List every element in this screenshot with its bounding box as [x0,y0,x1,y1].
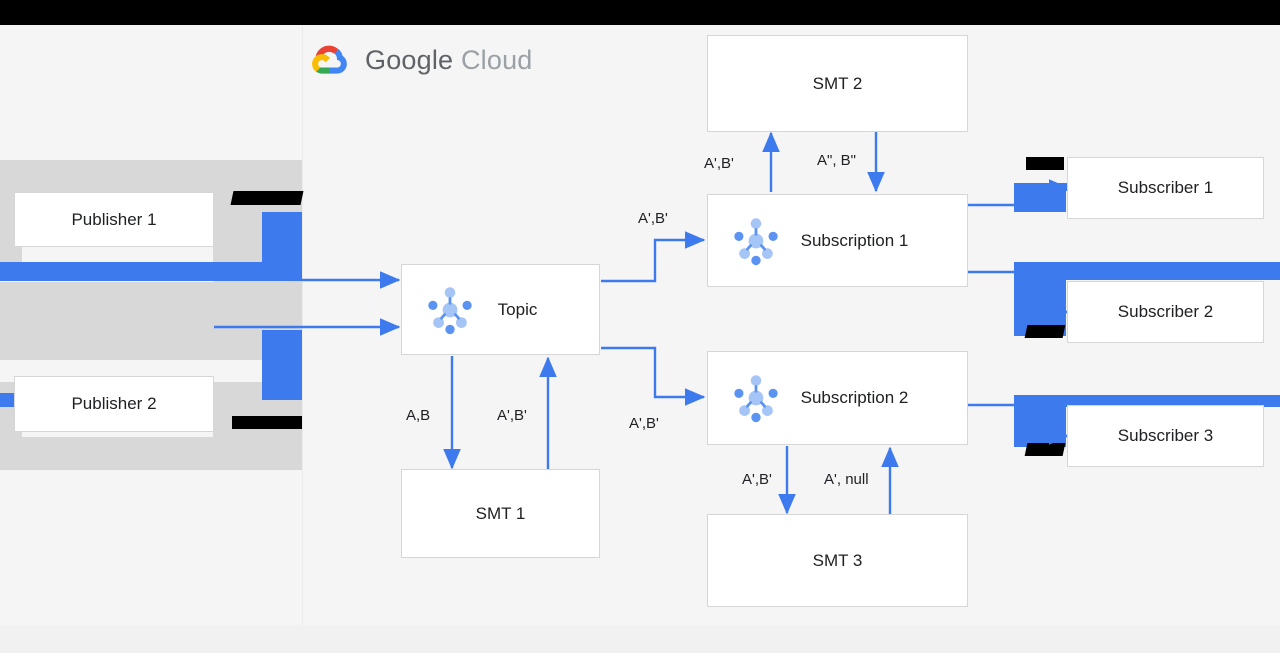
node-subscription-1[interactable]: Subscription 1 [707,194,968,287]
render-artifact-redaction [230,191,304,205]
node-subscriber-2-label: Subscriber 2 [1117,302,1214,321]
pubsub-node-icon [734,375,778,423]
node-topic[interactable]: Topic [401,264,600,355]
google-cloud-logo: Google Cloud [310,42,533,78]
render-artifact-redaction [1024,443,1066,456]
edge-label-topic-to-subscription1: A',B' [638,210,668,227]
edge-label-subscription2-to-smt3: A',B' [742,471,772,488]
render-artifact-smear [0,393,14,407]
edge-label-smt3-to-subscription2: A', null [824,471,869,488]
brand-cloud: Cloud [460,44,533,75]
node-subscription-1-label: Subscription 1 [800,230,909,250]
render-artifact-band [0,437,302,470]
render-artifact-band [0,282,302,360]
edge-label-smt2-to-subscription1: A", B" [817,152,856,169]
node-publisher-2[interactable]: Publisher 2 [14,376,214,432]
node-smt-1[interactable]: SMT 1 [401,469,600,558]
node-subscription-2-label: Subscription 2 [800,388,909,407]
edge-label-subscription1-to-smt2: A',B' [704,155,734,172]
edge-label-smt1-to-topic: A',B' [497,407,527,424]
render-artifact-redaction [1026,157,1064,170]
edge-label-topic-to-smt1: A,B [406,407,431,424]
render-artifact-smear [0,262,262,281]
node-subscription-2[interactable]: Subscription 2 [707,351,968,445]
google-cloud-wordmark: Google Cloud [365,45,533,76]
node-publisher-1[interactable]: Publisher 1 [14,192,214,247]
node-subscriber-1-label: Subscriber 1 [1117,178,1214,197]
node-subscriber-2[interactable]: Subscriber 2 [1067,281,1264,343]
node-publisher-2-label: Publisher 2 [71,394,157,413]
brand-google: Google [365,44,454,75]
node-smt-2-label: SMT 2 [812,73,863,93]
node-subscriber-3-label: Subscriber 3 [1117,426,1214,445]
panel-divider [302,25,303,625]
node-smt-3-label: SMT 3 [812,550,863,570]
node-smt-2[interactable]: SMT 2 [707,35,968,132]
footer-band [0,625,1280,653]
google-cloud-logo-icon [312,45,347,74]
render-artifact-smear [1014,262,1280,280]
node-topic-label: Topic [497,299,538,319]
node-subscriber-1[interactable]: Subscriber 1 [1067,157,1264,219]
render-artifact-smear [1014,395,1280,407]
render-artifact-smear [262,212,302,281]
node-subscriber-3[interactable]: Subscriber 3 [1067,405,1264,467]
render-artifact-smear [262,330,302,400]
pubsub-node-icon [428,286,472,334]
edge-label-topic-to-subscription2: A',B' [629,415,659,432]
render-artifact-smear [1014,395,1066,447]
node-smt-3[interactable]: SMT 3 [707,514,968,607]
render-artifact-redaction [1024,325,1066,338]
render-artifact-redaction [232,416,302,429]
node-smt-1-label: SMT 1 [475,503,526,523]
top-black-bar [0,0,1280,25]
render-artifact-smear [1014,183,1066,212]
pubsub-node-icon [734,217,778,265]
node-publisher-1-label: Publisher 1 [71,209,157,229]
